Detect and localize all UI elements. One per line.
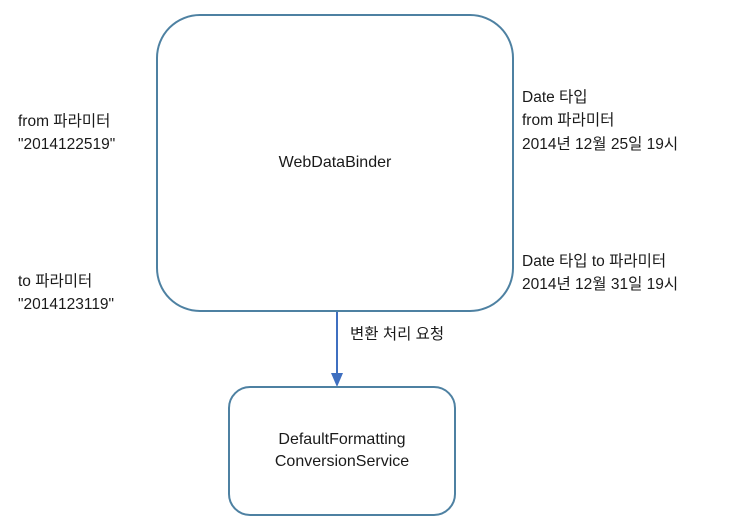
to-parameter-annotation: to 파라미터 "2014123119" xyxy=(18,270,114,317)
conversion-service-line2: ConversionService xyxy=(274,453,410,470)
date-from-line1: Date 타입 xyxy=(522,89,588,106)
date-to-line2: 2014년 12월 31일 19시 xyxy=(522,276,679,294)
to-parameter-line1: to 파라미터 xyxy=(18,273,93,290)
date-from-line2: from 파라미터 xyxy=(522,112,615,130)
down-arrow-icon xyxy=(331,312,343,387)
conversion-service-line1: DefaultFormatting xyxy=(278,430,406,448)
date-to-annotation: Date 타입 to 파라미터 2014년 12월 31일 19시 xyxy=(522,250,678,297)
to-parameter-line2: "2014123119" xyxy=(18,296,115,314)
from-parameter-line2: "2014122519" xyxy=(18,136,116,154)
from-parameter-annotation: from 파라미터 "2014122519" xyxy=(18,110,115,157)
date-from-annotation: Date 타입 from 파라미터 2014년 12월 25일 19시 xyxy=(522,86,678,156)
webdatabinder-box: WebDataBinder xyxy=(156,14,514,312)
conversion-service-box: DefaultFormatting ConversionService xyxy=(228,386,456,516)
from-parameter-line1: from 파라미터 xyxy=(18,113,111,130)
date-from-line3: 2014년 12월 25일 19시 xyxy=(522,135,679,153)
conversion-request-label: 변환 처리 요청 xyxy=(350,326,445,343)
date-to-line1: Date 타입 to 파라미터 xyxy=(522,253,667,270)
webdatabinder-box-label: WebDataBinder xyxy=(278,154,392,171)
